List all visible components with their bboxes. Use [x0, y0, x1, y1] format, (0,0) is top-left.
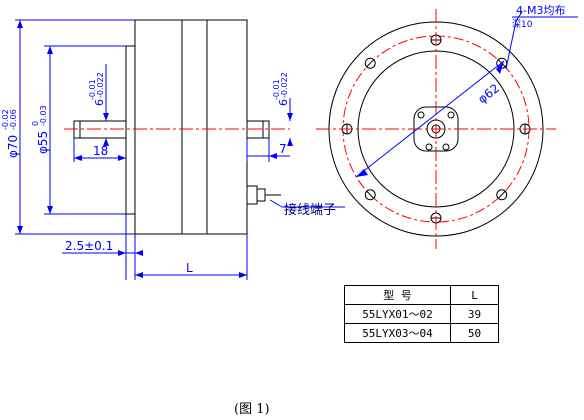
header-model: 型 号	[344, 285, 451, 305]
pilot-dia-label: φ55	[36, 131, 50, 154]
table-header-row: 型 号 L	[344, 285, 499, 305]
row-length: 39	[450, 304, 499, 324]
front-shaft-dia-label: 6	[93, 99, 106, 106]
terminal-label: 接线端子	[284, 202, 336, 218]
rear-shaft-dia-label: 6	[277, 99, 290, 106]
terminal-block	[246, 185, 258, 205]
rear-shaft	[246, 120, 270, 139]
front-view-texts: φ62 4-M3均布 深10	[475, 4, 578, 106]
table-row: 55LYX01～02 39	[344, 304, 499, 324]
rear-shaft-length: 7	[279, 142, 287, 156]
outer-dia-tol-lower: -0.06	[9, 109, 18, 130]
holes-label: 4-M3均布	[516, 4, 565, 17]
side-dimension-texts: φ70 -0.02 -0.06 φ55 0 -0.03 6 -0.01 -0.0…	[1, 72, 336, 275]
body-length-label: L	[186, 261, 193, 275]
rear-shaft-tol-lower: -0.022	[280, 72, 289, 98]
rear-shaft-tol-upper: -0.01	[272, 79, 281, 100]
front-shaft-tol-upper: -0.01	[88, 79, 97, 100]
row-length: 50	[450, 323, 499, 343]
side-view	[73, 19, 281, 235]
hole-depth-label: 深10	[512, 19, 533, 30]
front-shaft-length: 18	[93, 144, 108, 158]
pilot-dia-tol-lower: -0.03	[39, 105, 48, 126]
front-view	[316, 9, 556, 249]
side-dimension-lines	[15, 19, 345, 280]
motor-body	[134, 19, 248, 235]
header-length: L	[450, 285, 499, 305]
pilot-depth-label: 2.5±0.1	[65, 239, 113, 253]
row-model: 55LYX03～04	[344, 323, 451, 343]
front-pilot	[125, 45, 136, 215]
row-model: 55LYX01～02	[344, 304, 451, 324]
outer-dia-tol-upper: -0.02	[1, 109, 10, 130]
arrowheads	[17, 20, 293, 278]
front-shaft-tol-lower: -0.022	[96, 72, 105, 98]
pilot-dia-tol-upper: 0	[31, 121, 40, 126]
bolt-circle-label: φ62	[475, 81, 502, 106]
outer-dia-label: φ70	[6, 135, 20, 158]
figure-caption: (图 1)	[234, 402, 270, 417]
model-length-table: 型 号 L 55LYX01～02 39 55LYX03～04 50	[344, 285, 499, 343]
table-row: 55LYX03～04 50	[344, 323, 499, 343]
